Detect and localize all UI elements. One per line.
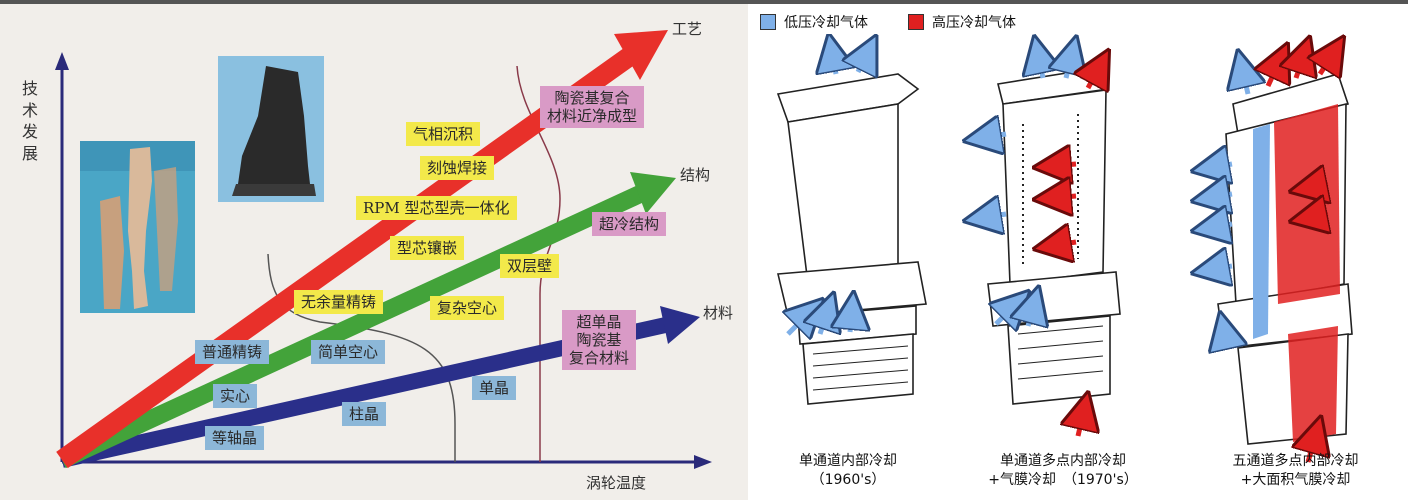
legend-low-pressure-label: 低压冷却气体 [784, 15, 868, 31]
blade-1-arrows [788, 52, 868, 334]
diagram-graphics [55, 30, 712, 469]
y-axis-title: 技术发展 [22, 79, 39, 163]
label-super-single-crystal-line1: 超单晶 [576, 313, 622, 331]
arrow-label-structure: 结构 [680, 166, 711, 184]
label-complex-hollow: 复杂空心 [430, 296, 505, 320]
blade-2-arrows [982, 54, 1100, 437]
label-cmc-net-shape: 陶瓷基复合 材料近净成型 [540, 86, 645, 128]
y-axis-arrowhead [55, 52, 69, 70]
label-super-single-crystal-line2: 陶瓷基 [576, 331, 622, 349]
legend-low-pressure: 低压冷却气体 [760, 12, 868, 32]
label-ordinary-casting: 普通精铸 [195, 340, 270, 364]
label-vapor-deposition: 气相沉积 [406, 122, 481, 146]
label-rpm-core-shell: RPM 型芯型壳一体化 [356, 196, 517, 220]
label-single-crystal: 单晶 [472, 376, 517, 400]
legend-high-pressure: 高压冷却气体 [908, 12, 1016, 32]
arrow-label-process: 工艺 [672, 20, 703, 38]
label-cmc-net-shape-line2: 材料近净成型 [547, 107, 638, 125]
label-columnar-crystal: 柱晶 [342, 402, 387, 426]
x-axis-arrowhead [694, 455, 712, 469]
caption-blade-2-line2: +气膜冷却 （1970's） [988, 471, 1138, 488]
arrow-structure [58, 172, 676, 469]
legend-high-pressure-label: 高压冷却气体 [932, 15, 1016, 31]
arrow-process [56, 30, 668, 469]
label-cmc-net-shape-line1: 陶瓷基复合 [554, 89, 630, 107]
blade-photo-cutaway [80, 141, 195, 313]
top-border [0, 0, 1408, 4]
label-ultra-cooling-structure-text: 超冷结构 [599, 215, 660, 233]
arrow-label-material: 材料 [703, 304, 734, 322]
tech-development-diagram: 技术发展 涡轮温度 工艺 结构 材料 气相沉积 刻蚀焊接 RPM 型芯型壳一体化… [0, 4, 748, 500]
label-equiaxed-crystal: 等轴晶 [205, 426, 265, 450]
label-etch-welding: 刻蚀焊接 [420, 156, 495, 180]
label-super-single-crystal-line3: 复合材料 [569, 349, 630, 367]
legend-swatch-high-pressure [908, 14, 924, 30]
blade-drawings [776, 34, 1353, 463]
label-ultra-cooling-structure: 超冷结构 [592, 212, 667, 236]
label-double-wall: 双层壁 [500, 254, 560, 278]
label-net-shape-casting: 无余量精铸 [294, 290, 384, 314]
label-core-insert: 型芯镶嵌 [390, 236, 465, 260]
caption-blade-1-line2: （1960's） [810, 471, 886, 488]
caption-blade-3-line2: +大面积气膜冷却 [1240, 471, 1351, 488]
caption-blade-3: 五通道多点内部冷却 +大面积气膜冷却 [1203, 452, 1388, 490]
blade-cooling-evolution: 低压冷却气体 高压冷却气体 [748, 4, 1408, 500]
blade-photo-black [218, 56, 324, 202]
blade-1-single-channel [776, 73, 927, 405]
label-simple-hollow: 简单空心 [311, 340, 386, 364]
blade-2-multi-point [987, 67, 1121, 405]
caption-blade-1: 单通道内部冷却 （1960's） [768, 452, 928, 490]
label-super-single-crystal-cmc: 超单晶 陶瓷基 复合材料 [562, 310, 637, 370]
x-axis-title: 涡轮温度 [586, 474, 647, 492]
caption-blade-2-line1: 单通道多点内部冷却 [1000, 453, 1126, 469]
caption-blade-2: 单通道多点内部冷却 +气膜冷却 （1970's） [968, 452, 1158, 490]
label-solid: 实心 [213, 384, 258, 408]
legend-swatch-low-pressure [760, 14, 776, 30]
blade-3-arrows [1210, 52, 1334, 463]
caption-blade-1-line1: 单通道内部冷却 [799, 453, 897, 469]
caption-blade-3-line1: 五通道多点内部冷却 [1232, 453, 1359, 469]
